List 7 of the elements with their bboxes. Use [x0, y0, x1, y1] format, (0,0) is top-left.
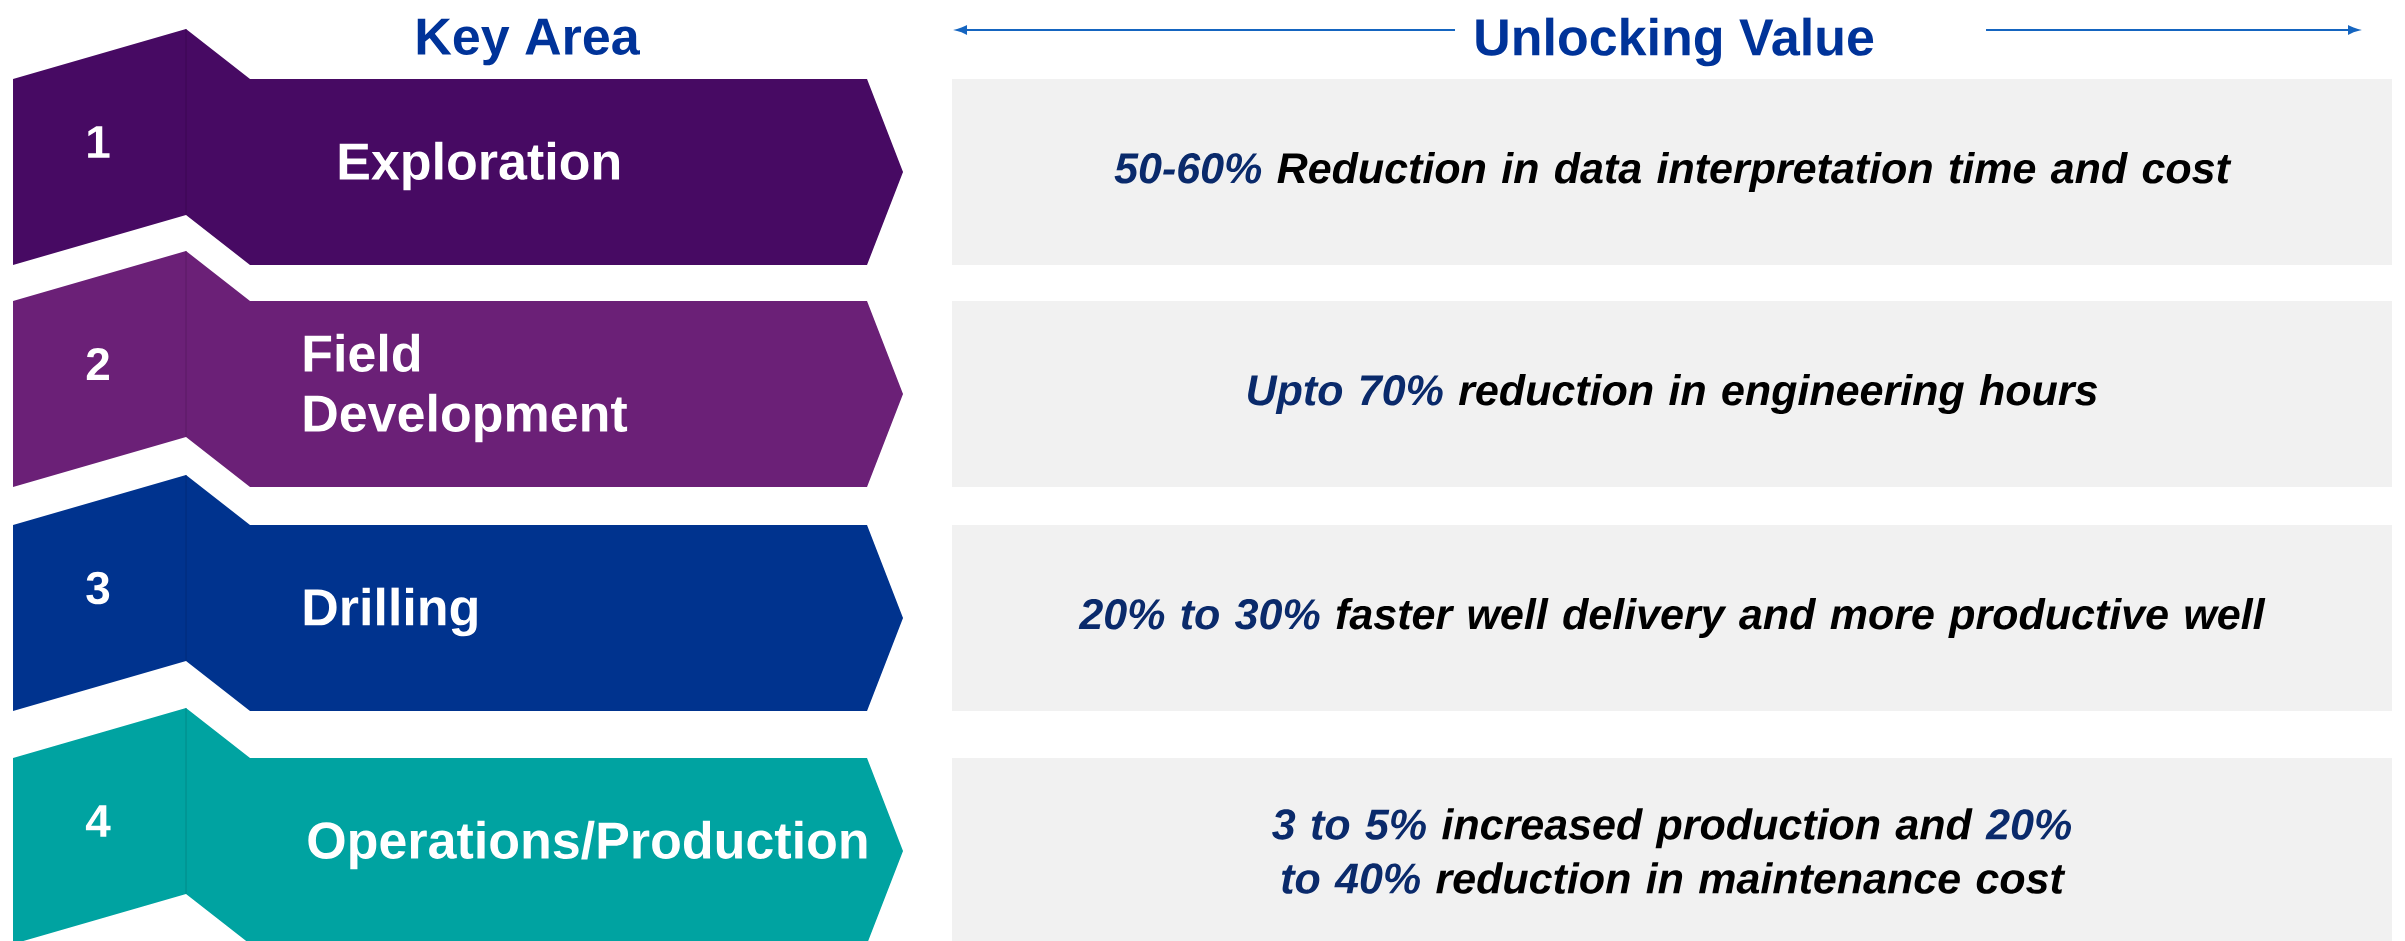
- value-box: Upto 70% reduction in engineering hours: [952, 301, 2392, 487]
- value-box: 3 to 5% increased production and 20% to 40% reduction in maintenance cost: [952, 758, 2392, 941]
- key-area-banner: 3 Drilling: [13, 474, 903, 711]
- key-area-banner: 4 Operations/Production: [13, 707, 903, 941]
- key-area-banner: 2 Field Development: [13, 250, 903, 487]
- value-box: 20% to 30% faster well delivery and more productive well: [952, 525, 2392, 711]
- value-box: 50-60% Reduction in data interpretation time and cost: [952, 79, 2392, 265]
